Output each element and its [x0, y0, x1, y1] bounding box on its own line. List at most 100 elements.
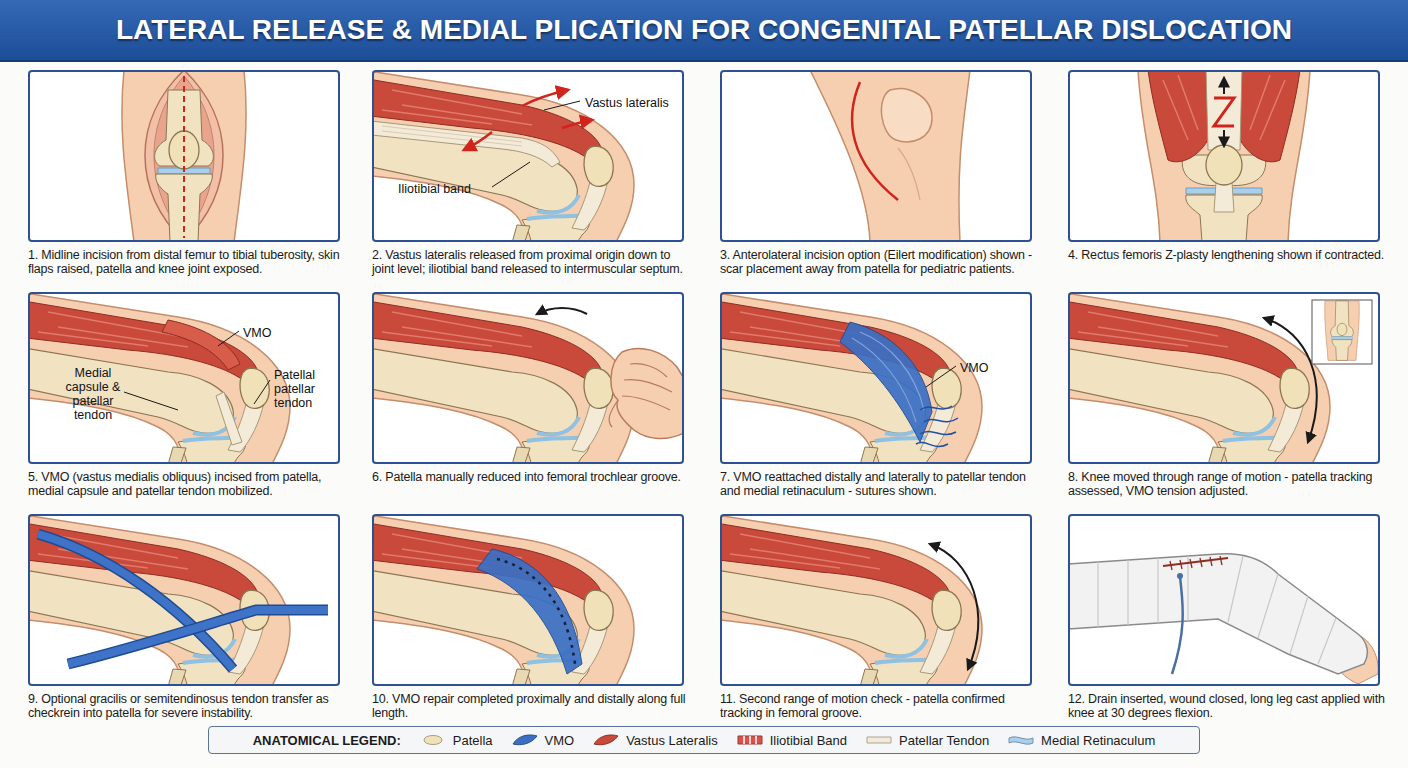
panel-illustration: [1068, 514, 1380, 686]
legend-swatch-frame: [736, 732, 764, 748]
panel-illustration: [720, 292, 1032, 464]
panel-illustration: [720, 514, 982, 686]
part-label: Patellal patellar tendon: [274, 368, 336, 410]
step-panel: 6. Patella manually reduced into femoral…: [372, 292, 684, 464]
panel-illustration: [497, 559, 575, 664]
part-label: VMO: [243, 326, 293, 340]
panel-illustration: [720, 292, 982, 464]
panel-illustration: [710, 292, 1032, 472]
panel-illustration: [810, 70, 970, 242]
panel-illustration: [720, 70, 1032, 242]
legend-text: VMO: [545, 733, 575, 748]
legend-swatch-frame: [592, 732, 620, 748]
legend-entry: VMO: [511, 732, 575, 748]
panel-illustration: [372, 292, 684, 464]
part-label: Medial capsule & patellar tendon: [60, 366, 126, 422]
panel-illustration: [18, 514, 340, 694]
step-panel: 3. Anterolateral incision option (Eilert…: [720, 70, 1032, 242]
step-caption: 1. Midline incision from distal femur to…: [28, 248, 350, 276]
panel-illustration: [372, 514, 684, 686]
panel-illustration: [254, 380, 270, 404]
panel-illustration: [1068, 554, 1367, 674]
panel-illustration: [881, 89, 932, 142]
panel-illustration: [916, 406, 958, 447]
panel-illustration: [372, 70, 634, 242]
panel-illustration: [1170, 556, 1222, 570]
legend-swatch-frame: [865, 732, 893, 748]
panel-illustration: [28, 292, 340, 464]
panel-illustration: [1068, 70, 1380, 242]
panel-illustration: [1068, 70, 1380, 242]
swatch-stripes: [744, 736, 756, 744]
step-panel: 4. Rectus femoris Z-plasty lengthening s…: [1068, 70, 1380, 242]
legend-entry: Vastus Lateralis: [592, 732, 718, 748]
panel-illustration: [1172, 576, 1183, 674]
panel-illustration: [28, 70, 340, 242]
panel-illustration: [362, 292, 686, 472]
step-panel: 8. Knee moved through range of motion - …: [1068, 292, 1380, 464]
step-panel: 1. Midline incision from distal femur to…: [28, 70, 340, 242]
panel-illustration: [1223, 130, 1225, 146]
title-banner: LATERAL RELEASE & MEDIAL PLICATION FOR C…: [0, 0, 1408, 62]
panel-illustration: [1163, 558, 1228, 566]
legend-swatch: [424, 736, 442, 745]
panel-illustration: [1223, 78, 1225, 94]
panel-illustration: [852, 332, 924, 422]
panel-illustration: [720, 70, 1032, 242]
legend-entry: Medial Retinaculum: [1007, 732, 1155, 748]
panel-illustration: [28, 292, 290, 464]
step-panel: 10. VMO repair completed proximally and …: [372, 514, 684, 686]
panel-illustration: [720, 514, 1032, 686]
legend-swatch: [1009, 737, 1033, 744]
panel-illustration: [124, 392, 178, 410]
step-caption: 6. Patella manually reduced into femoral…: [372, 470, 694, 484]
panel-illustration: [609, 364, 672, 427]
step-panel: 11. Second range of motion check - patel…: [720, 514, 1032, 686]
legend-swatch: [594, 735, 618, 745]
legend-text: Vastus Lateralis: [626, 733, 718, 748]
panel-illustration: [162, 320, 240, 370]
panel-illustration: [1325, 301, 1360, 361]
panel-illustration: [362, 514, 684, 694]
legend-swatch: [513, 735, 537, 745]
panel-illustration: [1138, 70, 1310, 242]
legend-entry: Patella: [419, 732, 493, 748]
legend-swatch-frame: [511, 732, 539, 748]
step-caption: 2. Vastus lateralis released from proxim…: [372, 248, 694, 276]
step-caption: 10. VMO repair completed proximally and …: [372, 692, 694, 720]
panel-illustration: [1068, 514, 1380, 686]
panel-illustration: [562, 120, 592, 128]
legend-swatch: [867, 737, 891, 743]
panel-illustration: [1325, 301, 1360, 361]
panel-illustration: [852, 82, 898, 200]
panel-illustration: [1058, 292, 1380, 472]
step-caption: 8. Knee moved through range of motion - …: [1068, 470, 1390, 498]
panel-illustration: [1068, 70, 1380, 242]
panel-illustration: [68, 610, 328, 664]
panel-illustration: [522, 90, 568, 106]
panel-illustration: [382, 126, 522, 146]
panel-illustration: [1214, 98, 1234, 126]
panel-illustration: [372, 292, 634, 464]
panel-illustration: [362, 70, 684, 250]
step-panel: VMO Medial capsule & patellar tendon Patel…: [28, 292, 340, 464]
diagram-title: LATERAL RELEASE & MEDIAL PLICATION FOR C…: [116, 14, 1292, 46]
panel-illustration: [68, 610, 328, 664]
panel-illustration: [1068, 292, 1380, 464]
panel-illustration: [1264, 318, 1317, 442]
panel-illustration: [1312, 300, 1372, 364]
legend-entry: Iliotibial Band: [736, 732, 847, 748]
panel-illustration: [183, 76, 185, 238]
legend-swatch: [738, 736, 762, 744]
panel-illustration: [492, 162, 530, 187]
panel-illustration: [28, 70, 340, 242]
panel-illustration: [930, 544, 978, 669]
panel-illustration: [372, 514, 634, 686]
legend-text: Patellar Tendon: [899, 733, 989, 748]
panel-illustration: [28, 70, 340, 242]
panel-illustration: [1214, 182, 1234, 212]
panel-illustration: [1068, 292, 1330, 464]
panel-illustration: [28, 514, 340, 686]
step-caption: 7. VMO reattached distally and laterally…: [720, 470, 1042, 498]
step-caption: 4. Rectus femoris Z-plasty lengthening s…: [1068, 248, 1390, 262]
